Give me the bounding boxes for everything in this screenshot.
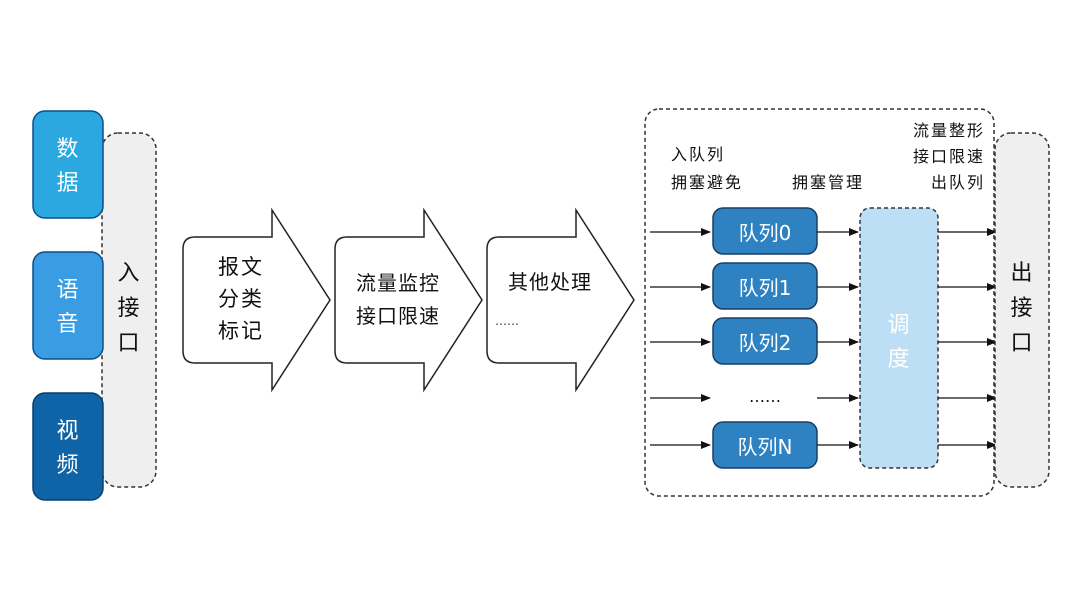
- data-source-char-1: 数: [56, 137, 79, 162]
- mark-arrow: [182, 207, 331, 393]
- other-arrow: [486, 207, 635, 393]
- police-arrow: [334, 207, 483, 393]
- queue-n-label: 队列N: [738, 435, 793, 459]
- data-source-char-2: 据: [56, 171, 79, 196]
- in-interface-char-2: 接: [117, 296, 140, 321]
- enqueue-label: 入队列: [671, 145, 725, 164]
- scheduler-box: [859, 207, 939, 469]
- video-source-char-1: 视: [56, 419, 79, 444]
- out-interface-char-2: 接: [1010, 296, 1033, 321]
- mark-arrow-line-3: 标记: [218, 319, 264, 343]
- congestion-avoid-label: 拥塞避免: [671, 173, 743, 192]
- in-interface-char-1: 入: [117, 261, 140, 286]
- queue-ellipsis: ……: [749, 387, 781, 406]
- queue-1-label: 队列1: [739, 276, 792, 300]
- voice-source-char-1: 语: [56, 278, 79, 303]
- out-interface-box: [994, 132, 1050, 488]
- congestion-mgmt-label: 拥塞管理: [792, 173, 864, 192]
- scheduler-char-1: 调: [887, 313, 910, 338]
- queue-2-box: [712, 317, 818, 365]
- rate-limit-label: 接口限速: [913, 147, 985, 166]
- out-interface-char-1: 出: [1010, 261, 1033, 286]
- out-interface-char-3: 口: [1010, 331, 1033, 356]
- queue-2-label: 队列2: [739, 331, 792, 355]
- video-source-box: [32, 392, 104, 501]
- mark-arrow-line-2: 分类: [218, 287, 264, 311]
- data-source-box: [32, 110, 104, 219]
- queue-0-box: [712, 207, 818, 255]
- other-arrow-line-1: 其他处理: [508, 270, 592, 294]
- police-arrow-line-1: 流量监控: [356, 271, 440, 295]
- queue-0-label: 队列0: [739, 221, 792, 245]
- video-source-char-2: 频: [56, 453, 79, 478]
- other-arrow-line-2: ……: [495, 314, 519, 328]
- mark-arrow-line-1: 报文: [218, 255, 264, 279]
- voice-source-char-2: 音: [56, 312, 79, 337]
- dequeue-label: 出队列: [931, 173, 985, 192]
- in-interface-box: [101, 132, 157, 488]
- shaping-label: 流量整形: [913, 121, 985, 140]
- police-arrow-line-2: 接口限速: [356, 304, 440, 328]
- qos-container: [644, 108, 995, 497]
- voice-source-box: [32, 251, 104, 360]
- queue-1-box: [712, 262, 818, 310]
- in-interface-char-3: 口: [117, 331, 140, 356]
- scheduler-char-2: 度: [887, 347, 910, 372]
